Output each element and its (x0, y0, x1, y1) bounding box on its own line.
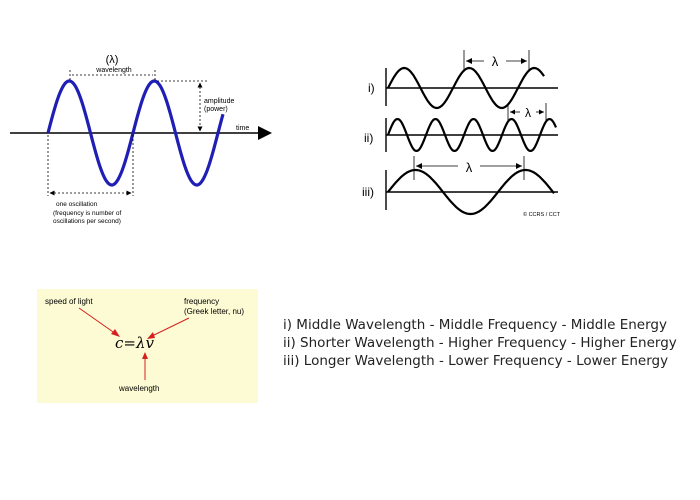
lambda-label-i: λ (492, 54, 499, 69)
frequency-definition-line-2: oscillations per second) (53, 218, 121, 225)
frequency-definition-line-1: (frequency is number of (53, 210, 121, 217)
lambda-label-ii: λ (525, 106, 531, 120)
speed-of-light-label: speed of light (45, 297, 93, 306)
formula-box: speed of light frequency (Greek letter, … (37, 289, 258, 403)
description-iii: iii) Longer Wavelength - Lower Frequency… (283, 353, 669, 369)
wave-iii (387, 168, 555, 216)
row-label-i: i) (368, 81, 375, 95)
wavelength-label: wavelength (118, 384, 159, 393)
lambda-label-iii: λ (466, 160, 473, 175)
copyright-label: © CCRS / CCT (523, 211, 561, 218)
amplitude-label: amplitude (204, 98, 234, 105)
frequency-label: frequency (184, 297, 219, 306)
wavelength-label: wavelength (95, 67, 132, 74)
labeled-wave-diagram: (λ) wavelength amplitude (power) time on… (10, 54, 272, 225)
time-axis-arrowhead (258, 126, 272, 140)
wavelength-comparison-diagram: i) λ ii) λ iii) λ © CCRS / CCT (362, 50, 561, 218)
lambda-symbol: (λ) (106, 54, 119, 66)
row-label-iii: iii) (362, 185, 374, 199)
speed-equation: c=λv (115, 334, 154, 352)
wave-i (387, 66, 545, 110)
sine-wave (46, 79, 225, 187)
wave-descriptions: i) Middle Wavelength - Middle Frequency … (283, 316, 677, 370)
description-ii: ii) Shorter Wavelength - Higher Frequenc… (283, 335, 677, 351)
greek-nu-label: (Greek letter, nu) (184, 307, 244, 316)
one-oscillation-label: one oscillation (56, 201, 98, 208)
amplitude-power-label: (power) (204, 106, 228, 113)
time-label: time (236, 125, 249, 132)
wave-ii (386, 118, 558, 152)
description-i: i) Middle Wavelength - Middle Frequency … (283, 317, 667, 333)
row-label-ii: ii) (364, 131, 373, 145)
